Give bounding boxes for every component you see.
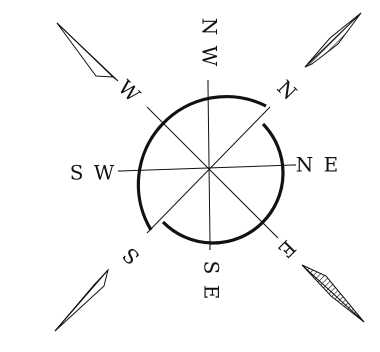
direction-labels: N W N N E E S E S S W W xyxy=(70,18,341,302)
label-nw: N W xyxy=(198,18,222,68)
label-ne: N E xyxy=(296,153,340,177)
outline-needle-icon xyxy=(57,23,118,81)
label-w: W xyxy=(113,75,145,107)
label-sw: S W xyxy=(70,161,117,185)
label-s: S xyxy=(118,243,145,270)
spoke-n-s xyxy=(208,86,210,242)
label-n: N xyxy=(272,75,301,104)
ring-arc-upper-left xyxy=(138,97,266,230)
spoke-w-e xyxy=(121,165,293,171)
direction-lines xyxy=(118,80,296,250)
hatched-needle-icon xyxy=(302,265,364,322)
label-se: S E xyxy=(200,261,224,302)
line-e-outer xyxy=(272,232,278,238)
label-e: E xyxy=(273,235,300,262)
feather-needle-icon xyxy=(305,13,361,67)
outline-needle-icon-bottom xyxy=(55,270,108,331)
